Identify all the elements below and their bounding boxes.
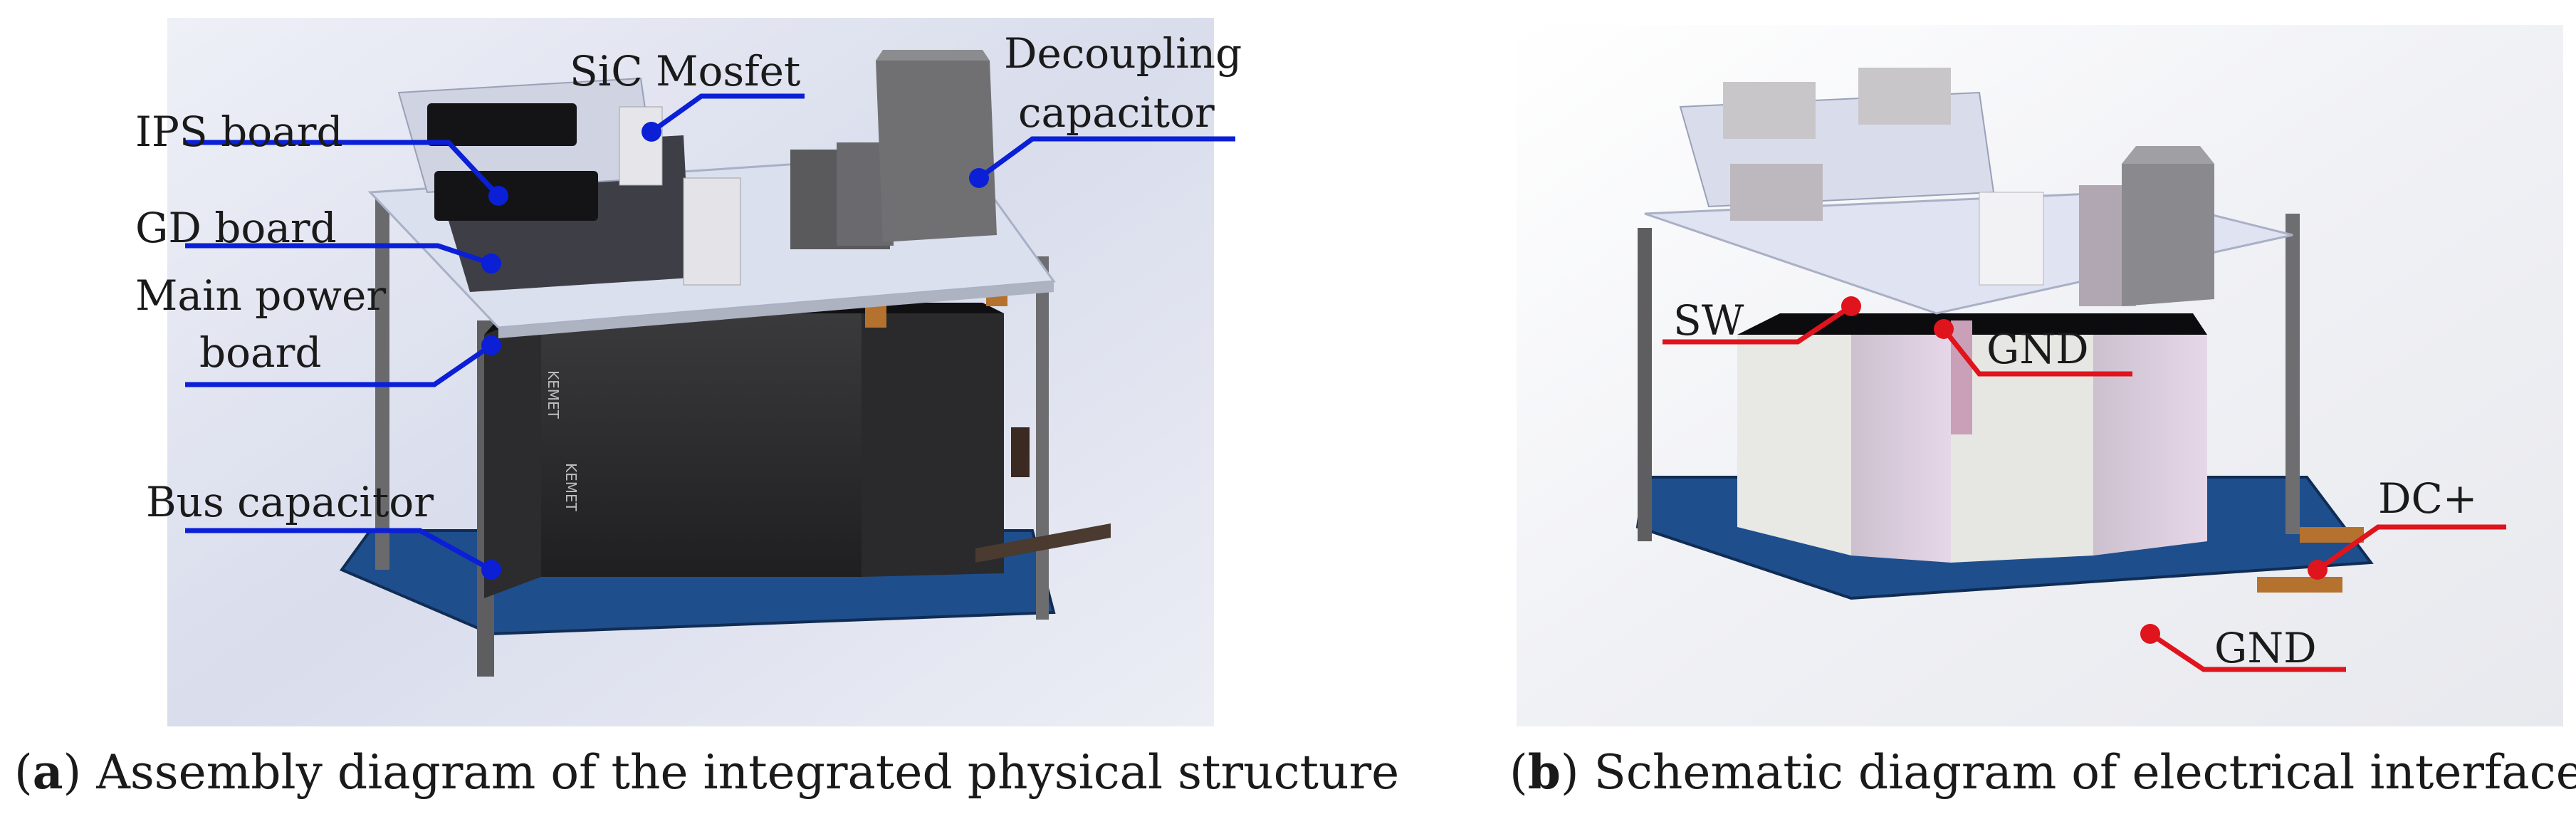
callout-line-gd-board (185, 243, 493, 266)
bus-capacitor-1 (541, 313, 705, 577)
callout-dot-decoupling (969, 168, 989, 188)
decoupling-capacitor-b (2122, 164, 2214, 306)
callout-line-decoupling (977, 136, 1235, 180)
callout-dot-dc-plus (2308, 560, 2328, 580)
label-bus-capacitor: Bus capacitor (146, 478, 434, 526)
label-gnd-bottom: GND (2214, 624, 2317, 672)
busbar-b1 (1951, 320, 1972, 434)
label-dc-plus: DC+ (2378, 474, 2477, 523)
callout-lines-b (1663, 304, 2506, 672)
sic-mosfet-module-2 (683, 177, 741, 286)
busbar-b2 (2300, 527, 2364, 543)
post-left-b (1638, 228, 1652, 541)
post-right-b (2286, 214, 2300, 534)
callout-line-main-power (185, 343, 493, 387)
label-decoupling-line1: Decoupling (1004, 29, 1242, 78)
ips-module-b1 (1723, 82, 1816, 139)
callout-dot-gd-board (481, 254, 501, 273)
ips-module-b3 (1730, 164, 1823, 221)
post-front-left (375, 192, 389, 570)
caption-a: (a) Assembly diagram of the integrated p… (14, 744, 1400, 800)
callout-lines-a (185, 93, 1235, 573)
callout-dot-sw (1841, 296, 1861, 316)
label-decoupling-line2: capacitor (1018, 88, 1215, 137)
callout-dot-sic-mosfet (642, 122, 661, 142)
caption-a-text: Assembly diagram of the integrated physi… (96, 745, 1400, 800)
callout-line-gnd-top (1942, 327, 2132, 377)
callout-dot-gnd-bottom (2140, 624, 2160, 644)
ips-module-b2 (1858, 68, 1951, 125)
busbar-4 (975, 523, 1111, 563)
bus-capacitor-3 (862, 313, 1004, 577)
post-rear-right (1036, 256, 1049, 620)
callout-line-sw (1663, 304, 1853, 345)
callout-dot-ips-board (488, 186, 508, 206)
busbar-3 (1011, 427, 1030, 477)
bus-capacitor-b4 (2093, 335, 2207, 556)
label-ips-board: IPS board (135, 108, 343, 156)
caption-b-text: Schematic diagram of electrical interfac… (1593, 745, 2576, 800)
callout-line-gnd-bottom (2149, 632, 2346, 672)
callout-dots-b (1841, 296, 2328, 644)
kemet-brand-text-1: KEMET (545, 370, 562, 419)
label-gd-board: GD board (135, 204, 337, 252)
callout-dot-main-power (481, 335, 501, 355)
callout-line-ips-board (185, 140, 501, 198)
label-gnd-top: GND (1986, 325, 2089, 373)
bus-capacitor-2 (705, 313, 862, 577)
bus-capacitor-side (484, 313, 541, 598)
callout-dots-a (481, 122, 989, 580)
label-sic-mosfet: SiC Mosfet (570, 47, 800, 95)
bus-capacitor-b2 (1851, 335, 1951, 563)
kemet-brand-text-2: KEMET (562, 463, 580, 512)
callout-line-bus-capacitor (185, 528, 493, 573)
caption-b-letter: b (1527, 744, 1561, 800)
decoupling-capacitor-top-b (2122, 146, 2214, 164)
bus-capacitor-b1 (1737, 335, 1851, 556)
caption-a-letter: a (32, 744, 63, 800)
sic-mosfet-module (619, 106, 663, 186)
sic-mosfet-b (1979, 192, 2044, 286)
callout-line-dc-plus (2315, 524, 2506, 572)
decoupling-capacitor-large (876, 61, 997, 242)
callout-line-sic-mosfet (649, 93, 805, 134)
bus-capacitor-b3 (1951, 335, 2093, 563)
busbar-b3 (2257, 577, 2342, 593)
callout-dot-bus-capacitor (481, 560, 501, 580)
decoupling-capacitor-top (876, 50, 990, 61)
callout-dot-gnd-top (1934, 319, 1954, 339)
main-power-board-edge (498, 281, 1054, 338)
label-sw: SW (1673, 296, 1744, 345)
panel-b-electrical-interface-diagram: SW GND DC+ GND (1517, 25, 2563, 726)
label-main-power-line2: board (199, 328, 321, 377)
label-main-power-line1: Main power (135, 271, 386, 320)
panel-a-assembly-diagram: KEMET KEMET (135, 18, 1242, 726)
decoupling-cap-small-2 (837, 142, 894, 246)
ips-module-bottom (434, 171, 598, 221)
caption-b: (b) Schematic diagram of electrical inte… (1509, 744, 2576, 800)
ips-module-top (427, 103, 577, 146)
